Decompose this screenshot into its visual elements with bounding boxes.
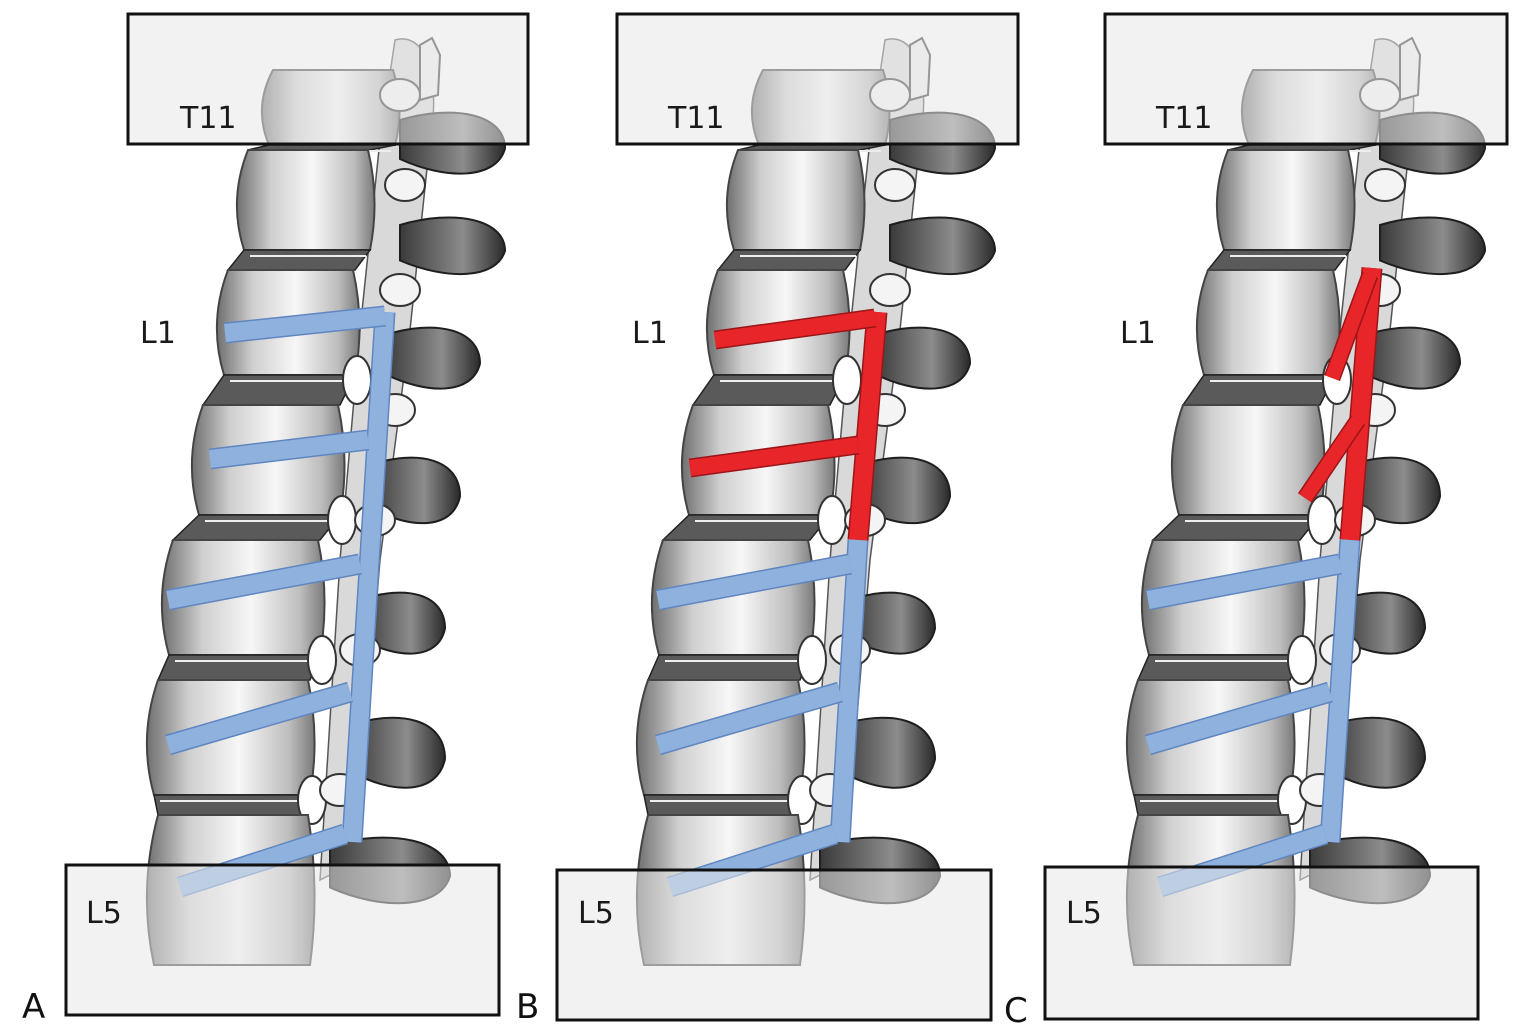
panel-c: T11 L1 L5 C [1004, 12, 1509, 1031]
foramen [1287, 635, 1317, 685]
vertebral-body [1195, 269, 1341, 376]
foramen [797, 635, 827, 685]
l5-box-a [64, 863, 501, 1017]
spinous-process [1349, 456, 1442, 525]
spinous-process [1329, 716, 1427, 789]
red-oblique-screw [1299, 416, 1364, 502]
l1-label-a: L1 [140, 316, 176, 351]
rod-construct-c [1145, 267, 1383, 897]
foramen [307, 635, 337, 685]
foramen [832, 355, 862, 405]
l1-label-c: L1 [1120, 316, 1156, 351]
panel-letter-b: B [516, 987, 539, 1027]
spinous-process [1379, 216, 1487, 276]
spinous-process [1339, 591, 1427, 655]
blue-screw [656, 555, 852, 609]
blue-screw [208, 431, 370, 468]
spinous-process [1364, 326, 1462, 390]
blue-screw [224, 307, 386, 342]
l5-label-c: L5 [1066, 896, 1102, 931]
disc [226, 249, 372, 271]
blue-screw [165, 683, 353, 754]
spinous-process [384, 326, 482, 390]
spinous-process [874, 326, 972, 390]
disc [661, 514, 832, 541]
spinous-process [839, 716, 937, 789]
spine-illustration-a [145, 36, 507, 966]
vertebral-body [235, 149, 376, 251]
t11-box-b [615, 12, 1020, 146]
panel-a: T11 L1 L5 A [22, 12, 530, 1027]
spinous-process [359, 591, 447, 655]
blue-screw [1145, 683, 1333, 754]
l5-box-b [555, 868, 993, 1022]
rod-construct-a [165, 305, 396, 897]
blue-rod [343, 311, 394, 843]
red-screw [713, 310, 877, 348]
disc [646, 654, 812, 681]
foramen [817, 495, 847, 545]
disc [201, 374, 357, 406]
blue-screw [166, 555, 362, 609]
spinous-process [369, 456, 462, 525]
disc [171, 514, 342, 541]
vertebral-body [1170, 404, 1326, 516]
red-rod [849, 311, 886, 541]
foramen [327, 495, 357, 545]
blue-rod [831, 539, 867, 843]
l5-label-b: L5 [578, 896, 614, 931]
l5-box-c [1043, 865, 1480, 1021]
red-screw [688, 437, 860, 476]
blue-screw [655, 683, 843, 754]
facet [379, 273, 421, 307]
disc [1136, 654, 1302, 681]
foramen [342, 355, 372, 405]
disc [156, 654, 322, 681]
t11-label-b: T11 [667, 101, 725, 136]
spine-illustration-c [1125, 36, 1487, 966]
t11-label-a: T11 [179, 101, 237, 136]
spinous-process [349, 716, 447, 789]
disc [153, 794, 311, 816]
l1-label-b: L1 [632, 316, 668, 351]
vertebral-body [725, 149, 866, 251]
foramen [1307, 495, 1337, 545]
facet [869, 273, 911, 307]
blue-screw [1146, 555, 1342, 609]
disc [1181, 374, 1337, 406]
t11-box-c [1103, 12, 1509, 146]
disc [716, 249, 862, 271]
panel-letter-a: A [22, 987, 45, 1027]
spinous-process [859, 456, 952, 525]
facet [874, 168, 916, 202]
red-oblique-screw [1325, 272, 1377, 381]
facet [384, 168, 426, 202]
blue-rod [1321, 539, 1359, 843]
spinous-process [889, 216, 997, 276]
spinous-process [399, 216, 507, 276]
spinous-process [849, 591, 937, 655]
disc [1133, 794, 1291, 816]
vertebral-body [1215, 149, 1356, 251]
t11-box-a [126, 12, 530, 146]
rod-construct-b [655, 308, 888, 897]
spine-illustration-b [635, 36, 997, 966]
disc [1151, 514, 1322, 541]
disc [643, 794, 801, 816]
disc [691, 374, 847, 406]
panel-b: T11 L1 L5 B [516, 12, 1020, 1027]
t11-label-c: T11 [1155, 101, 1213, 136]
l5-label-a: L5 [86, 896, 122, 931]
disc [1206, 249, 1352, 271]
facet [1364, 168, 1406, 202]
red-rod [1341, 267, 1381, 541]
panel-letter-c: C [1004, 991, 1028, 1031]
